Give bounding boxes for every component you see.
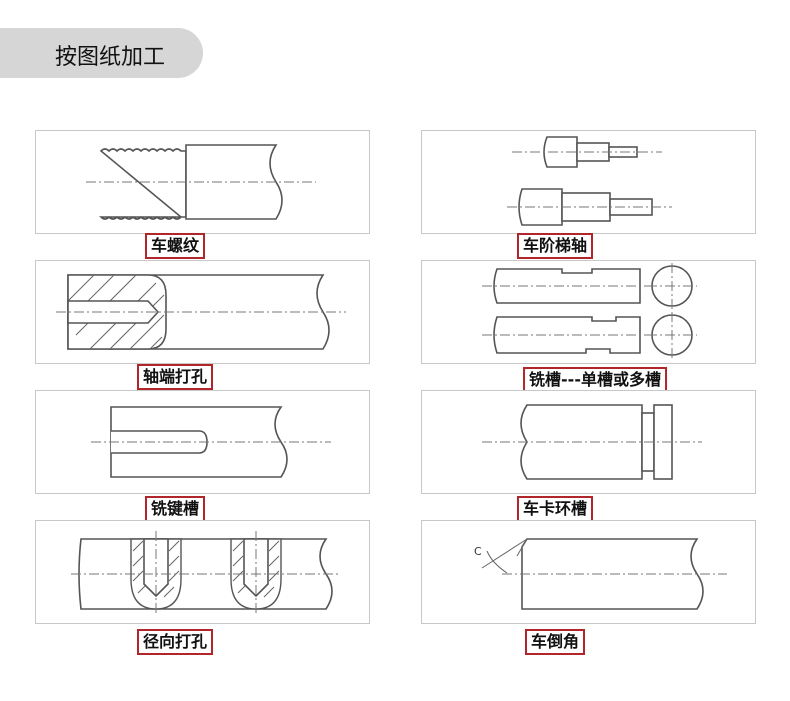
label-slot-milling: 铣槽---单槽或多槽 bbox=[523, 367, 667, 393]
diagram-thread-turning bbox=[35, 130, 370, 234]
diagram-slot-milling bbox=[421, 260, 756, 364]
label-keyway-milling: 铣键槽 bbox=[144, 496, 206, 522]
section-title: 按图纸加工 bbox=[55, 45, 166, 70]
label-circlip-groove: 车卡环槽 bbox=[516, 496, 594, 522]
label-step-shaft: 车阶梯轴 bbox=[516, 233, 594, 259]
diagram-keyway-milling bbox=[35, 390, 370, 494]
diagram-end-drilling bbox=[35, 260, 370, 364]
label-chamfering: 车倒角 bbox=[524, 629, 586, 655]
label-end-drilling: 轴端打孔 bbox=[136, 364, 214, 390]
diagram-step-shaft bbox=[421, 130, 756, 234]
chamfer-mark: C bbox=[474, 545, 482, 558]
diagram-chamfering: C bbox=[421, 520, 756, 624]
label-radial-drilling: 径向打孔 bbox=[136, 629, 214, 655]
diagram-radial-drilling bbox=[35, 520, 370, 624]
diagram-circlip-groove bbox=[421, 390, 756, 494]
section-header: 按图纸加工 bbox=[0, 28, 203, 78]
label-thread-turning: 车螺纹 bbox=[144, 233, 206, 259]
